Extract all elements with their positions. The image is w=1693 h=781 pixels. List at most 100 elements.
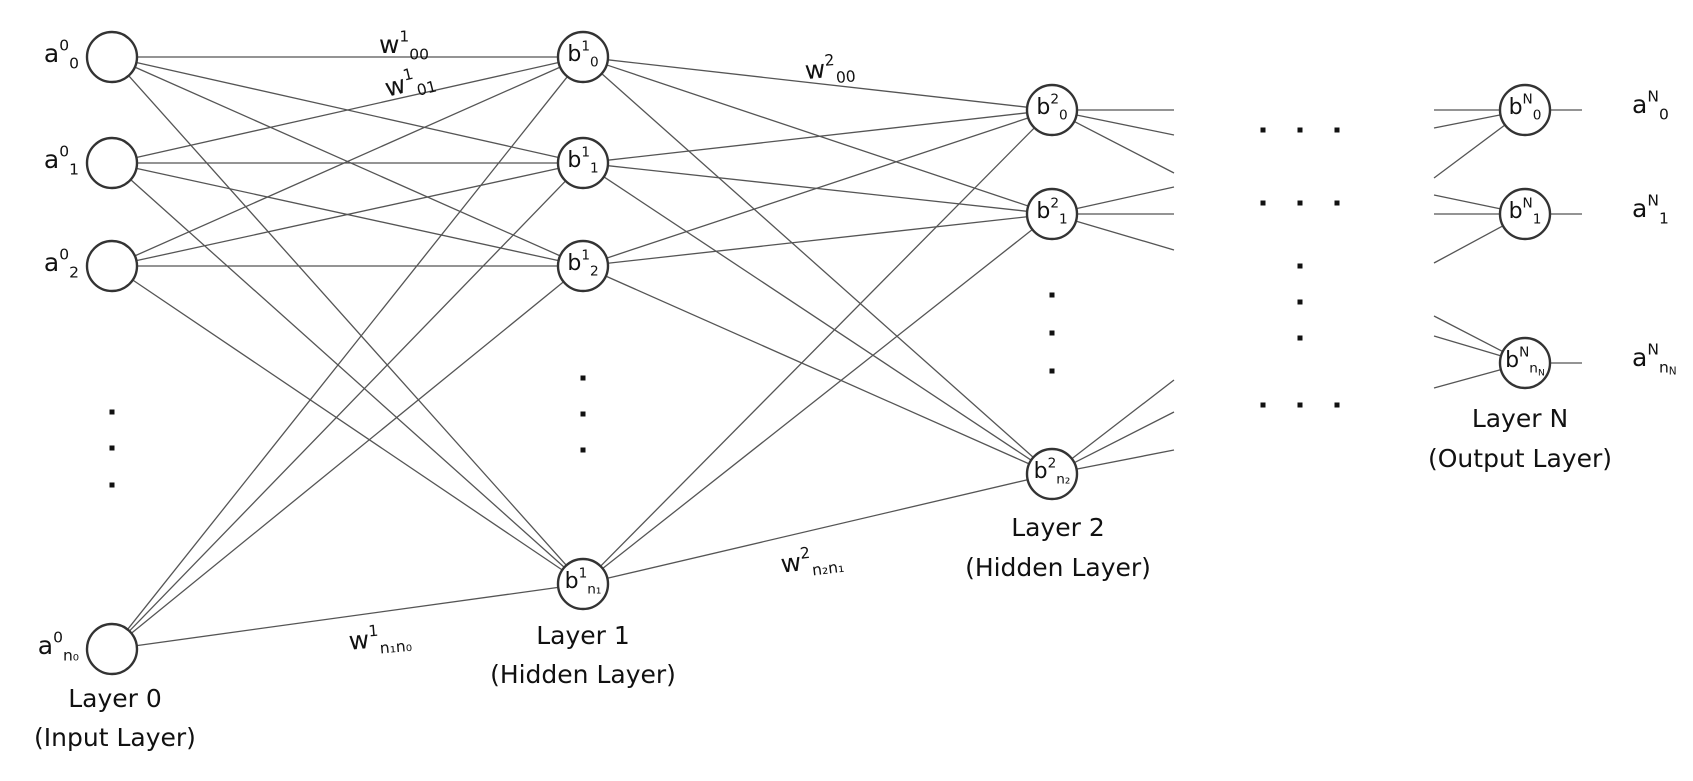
neuron-layer0-1: [85, 136, 139, 190]
input-label-0: a00: [44, 36, 79, 72]
weight-label-0-sub: 00: [409, 45, 429, 63]
edges: [127, 56, 1582, 647]
input-label-3-base: a: [38, 631, 53, 660]
ellipsis-dot: [1260, 200, 1266, 206]
neuron-label-l3-1-sub: 1: [1533, 211, 1542, 227]
weight-label-0: w100: [379, 27, 429, 63]
layer2-outgoing-stub: [1076, 449, 1175, 470]
layer-0-subtitle: (Input Layer): [34, 723, 196, 752]
neuron-label-l3-1-sup: N: [1523, 196, 1533, 212]
nodes: [85, 30, 1552, 676]
neuron-label-l3-2-base: b: [1505, 348, 1519, 373]
ellipsis-dot: [580, 411, 586, 417]
weight-label-4: w1n₁n₀: [347, 618, 412, 659]
input-label-3: a0n₀: [38, 628, 79, 664]
weight-label-1: w101: [381, 60, 438, 107]
neuron-label-l3-1: bN1: [1509, 196, 1542, 228]
neuron-label-l3-0-sup: N: [1523, 92, 1533, 108]
layerN-incoming-stub: [1433, 225, 1504, 264]
edge-l0-3-to-l1-0: [127, 76, 568, 630]
weight-label-3-base: w: [779, 547, 803, 578]
neuron-label-l3-1-base: b: [1509, 199, 1523, 224]
neuron-label-l2-1: b21: [1036, 196, 1067, 228]
layerN-incoming-stub: [1433, 315, 1504, 353]
ellipsis-dot: [1297, 127, 1303, 133]
neuron-label-l1-3-sup: 1: [579, 566, 588, 582]
neuron-label-l2-1-base: b: [1036, 199, 1050, 224]
edge-l0-2-to-l1-1: [136, 167, 559, 262]
layer-1-subtitle: (Hidden Layer): [490, 660, 676, 689]
neuron-label-l1-0-sub: 0: [590, 54, 599, 70]
neuron-label-l2-2-sup: 2: [1048, 456, 1057, 472]
output-label-1-base: a: [1632, 194, 1647, 223]
input-label-0-base: a: [44, 39, 59, 68]
output-label-1-sub: 1: [1659, 209, 1669, 227]
output-label-0: aN0: [1632, 87, 1669, 123]
layerN-incoming-stub: [1433, 124, 1506, 179]
layer-0-title: Layer 0: [68, 684, 162, 713]
neuron-label-l2-1-sub: 1: [1059, 211, 1068, 227]
ellipsis-dot: [1049, 330, 1055, 336]
input-label-1-sub: 1: [69, 160, 79, 178]
input-label-2-base: a: [44, 248, 59, 277]
neuron-label-l1-2-sup: 1: [581, 248, 590, 264]
edge-l1-2-to-l2-2: [605, 275, 1030, 465]
neuron-label-l1-1-sup: 1: [581, 145, 590, 161]
output-label-2-base: a: [1632, 343, 1647, 372]
edge-l1-2-to-l2-1: [607, 216, 1028, 264]
weight-label-4-sup: 1: [368, 621, 379, 640]
layerN-incoming-stub: [1433, 194, 1501, 210]
ellipsis-dot: [1334, 200, 1340, 206]
neuron-label-l2-2: b2n₂: [1034, 456, 1071, 488]
neuron-layer0-2: [85, 239, 139, 293]
layer2-outgoing-stub: [1071, 379, 1175, 460]
neuron-layer1-3: [556, 557, 610, 611]
ellipsis-dot: [1334, 127, 1340, 133]
ellipsis-dot: [1297, 263, 1303, 269]
edge-l1-1-to-l2-0: [607, 112, 1028, 161]
neuron-label-l1-1-sub: 1: [590, 160, 599, 176]
neuron-layer0-0: [85, 30, 139, 84]
neuron-label-l1-1-base: b: [567, 148, 581, 173]
edge-l0-3-to-l1-3: [136, 586, 559, 647]
neuron-label-l2-0-base: b: [1036, 95, 1050, 120]
weight-label-4-base: w: [348, 625, 371, 656]
ellipsis-dot: [1297, 299, 1303, 305]
weight-label-2-base: w: [804, 54, 827, 85]
neuron-label-l1-0: b10: [567, 39, 598, 71]
layer2-outgoing-stub: [1073, 411, 1175, 464]
ellipsis-dot: [1297, 200, 1303, 206]
input-label-3-sup: 0: [53, 628, 63, 646]
neuron-label-l2-2-base: b: [1034, 459, 1048, 484]
ellipsis-dot: [1334, 402, 1340, 408]
neuron-label-l3-0-sub: 0: [1533, 107, 1542, 123]
ellipsis-dot: [1260, 127, 1266, 133]
output-label-1: aN1: [1632, 191, 1669, 227]
neuron-layer1-0: [556, 30, 610, 84]
edge-l1-0-to-l2-0: [607, 59, 1028, 108]
output-label-2-sup: N: [1647, 340, 1659, 358]
neuron-layer2-0: [1025, 83, 1079, 137]
input-label-1-sup: 0: [59, 142, 69, 160]
ellipsis-dot: [109, 482, 115, 488]
input-label-2-sub: 2: [69, 263, 79, 281]
weight-label-2-sup: 2: [824, 51, 835, 70]
labels: a00a01a02a0n₀b10b11b12b1n₁b20b21b2n₂bN0b…: [34, 27, 1677, 752]
layerN-incoming-stub: [1433, 335, 1502, 357]
neuron-label-l2-1-sup: 2: [1050, 196, 1059, 212]
ellipsis-dot: [109, 409, 115, 415]
layerN-incoming-stub: [1433, 114, 1501, 129]
ellipsis-dot: [1260, 402, 1266, 408]
weight-label-2-sub: 00: [835, 67, 856, 87]
neuron-label-l2-2-sub: n₂: [1056, 471, 1070, 487]
edge-l0-0-to-l1-3: [128, 75, 567, 566]
edge-l1-3-to-l2-2: [607, 479, 1028, 579]
input-label-3-sub: n₀: [63, 646, 79, 664]
input-label-1-base: a: [44, 145, 59, 174]
output-label-0-sub: 0: [1659, 105, 1669, 123]
edge-l1-1-to-l2-2: [603, 176, 1032, 461]
neuron-label-l3-0: bN0: [1509, 92, 1542, 124]
input-label-0-sub: 0: [69, 54, 79, 72]
neuron-layer2-2: [1025, 447, 1079, 501]
neuron-layer3-0: [1498, 83, 1552, 137]
